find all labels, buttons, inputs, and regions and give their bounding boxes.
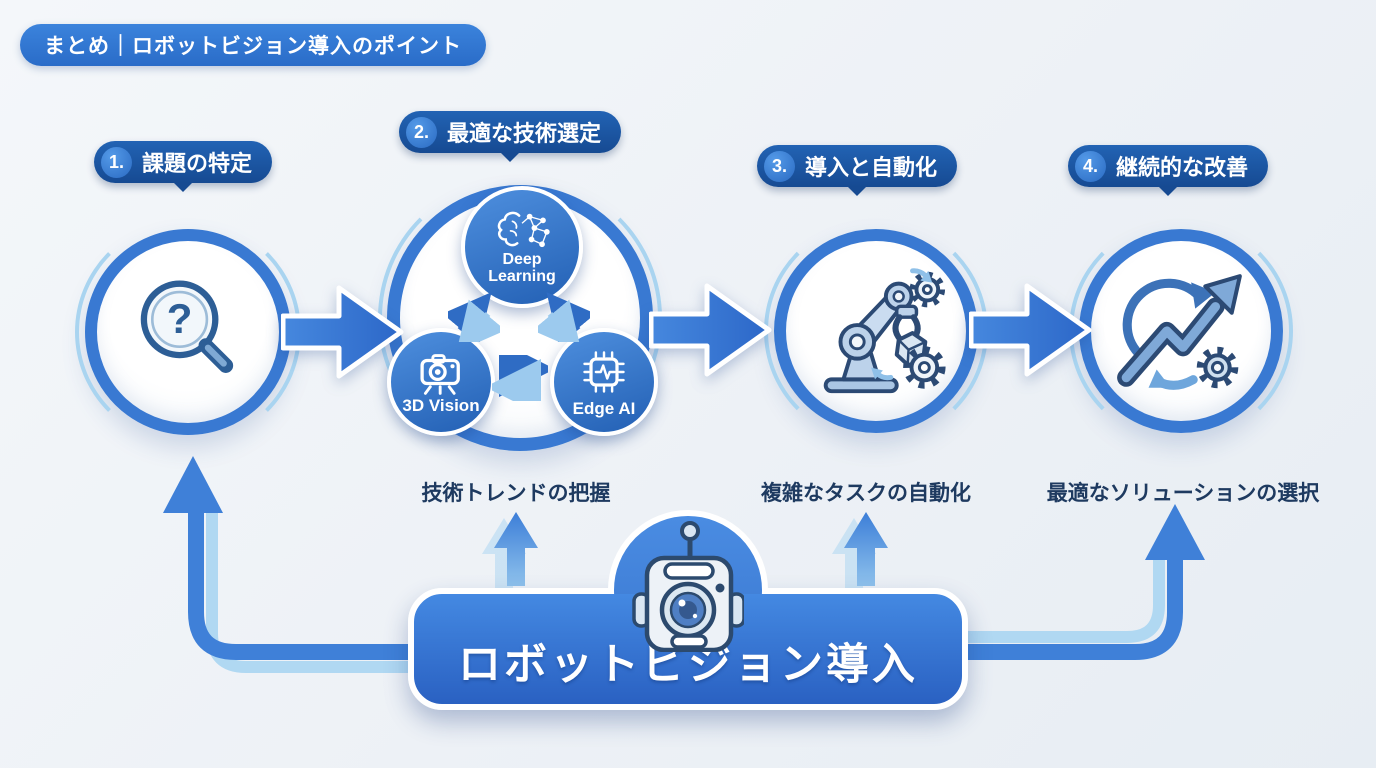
right-loop-light-track <box>950 550 1165 643</box>
left-loop-light-track <box>206 505 426 673</box>
step-2-label: 2. 最適な技術選定 <box>399 111 622 153</box>
step-4-number: 4. <box>1075 150 1106 182</box>
right-loop-track <box>950 548 1183 660</box>
robot-arm-gears-icon <box>823 268 946 394</box>
summary-badge: まとめ｜ロボットビジョン導入のポイント <box>20 24 486 66</box>
robot-head-icon <box>632 521 744 652</box>
step-4-label: 4. 継続的な改善 <box>1068 145 1269 187</box>
step-3-circle <box>764 219 988 443</box>
summary-badge-label: まとめ｜ロボットビジョン導入のポイント <box>44 35 462 58</box>
magnifier-question-icon: ? <box>140 280 234 373</box>
exchange-arrow-3d-ai-icon <box>492 355 548 401</box>
flow-arrow-1-icon <box>281 285 404 379</box>
step-4-title: 継続的な改善 <box>1116 155 1249 180</box>
edge-ai-node: Edge AI <box>550 328 658 436</box>
step-1-label: 1. 課題の特定 <box>94 141 273 183</box>
3d-vision-node: 3D Vision <box>387 328 495 436</box>
step-2-number: 2. <box>406 116 437 148</box>
camera-3d-icon <box>420 354 460 395</box>
3d-vision-label: 3D Vision <box>402 396 480 416</box>
svg-text:?: ? <box>167 295 193 342</box>
exchange-arrow-dl-3d-icon <box>448 292 500 342</box>
growth-arrows-gear-icon <box>1117 274 1242 390</box>
caption-step-2: 技術トレンドの把握 <box>421 482 611 505</box>
left-loop-track <box>188 500 426 660</box>
edge-ai-label: Edge AI <box>572 399 636 419</box>
caption-step-3: 複雑なタスクの自動化 <box>761 482 971 505</box>
brain-network-icon <box>497 211 550 248</box>
step-4-circle <box>1069 219 1293 443</box>
step-1-number: 1. <box>101 146 132 178</box>
right-loop-arrowhead-icon <box>1145 504 1205 560</box>
flow-arrow-2-icon <box>649 283 772 377</box>
step-3-label: 3. 導入と自動化 <box>757 145 958 187</box>
exchange-arrow-dl-ai-icon <box>538 292 590 342</box>
step-1-circle: ? <box>75 219 301 445</box>
flow-arrow-3-icon <box>969 283 1092 377</box>
deep-learning-node: Deep Learning <box>461 186 583 308</box>
step-1-title: 課題の特定 <box>142 151 253 176</box>
step-2-title: 最適な技術選定 <box>447 121 602 146</box>
up-arrow-step2-icon <box>494 512 538 586</box>
step-3-title: 導入と自動化 <box>805 155 938 180</box>
edge-ai-chip-icon <box>583 351 625 393</box>
caption-step-4: 最適なソリューションの選択 <box>1046 482 1320 505</box>
deep-learning-label: Deep Learning <box>488 251 556 285</box>
left-loop-arrowhead-icon <box>163 456 223 513</box>
up-arrow-step3-icon <box>844 512 888 586</box>
step-3-number: 3. <box>764 150 795 182</box>
